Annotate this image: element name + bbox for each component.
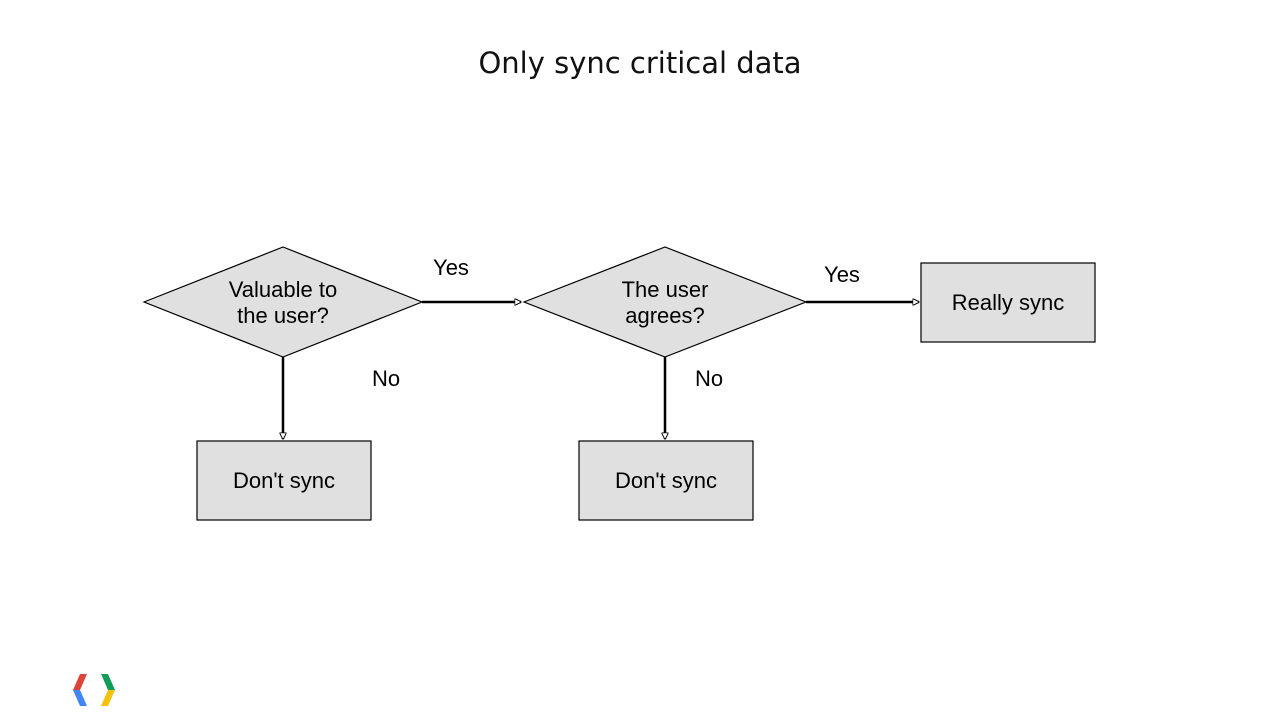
- decision-valuable-label-line2: the user?: [237, 303, 329, 328]
- decision-agrees-label-line2: agrees?: [625, 303, 705, 328]
- outcome-dont-sync-1: [196, 440, 372, 521]
- logo-left-chevron-top: [73, 674, 87, 690]
- edge-label-yes-2: Yes: [824, 262, 860, 287]
- chrome-developers-logo-icon: [73, 674, 115, 706]
- decision-valuable-label-line1: Valuable to: [229, 277, 337, 302]
- edge-label-no-2: No: [695, 366, 723, 391]
- outcome-really-sync-label: Really sync: [952, 290, 1064, 315]
- logo-right-chevron-top: [101, 674, 115, 690]
- outcome-dont-sync-2: [578, 440, 754, 521]
- outcome-dont-sync-2-label: Don't sync: [615, 468, 717, 493]
- edge-label-no-1: No: [372, 366, 400, 391]
- decision-user-agrees: [522, 246, 808, 358]
- slide-title: Only sync critical data: [478, 46, 802, 80]
- logo-left-chevron-bottom: [73, 690, 87, 706]
- outcome-dont-sync-1-label: Don't sync: [233, 468, 335, 493]
- logo-right-chevron-bottom: [101, 690, 115, 706]
- decision-agrees-label-line1: The user: [622, 277, 709, 302]
- outcome-really-sync: [920, 262, 1096, 343]
- edge-label-yes-1: Yes: [433, 255, 469, 280]
- decision-valuable-to-user: [142, 246, 424, 358]
